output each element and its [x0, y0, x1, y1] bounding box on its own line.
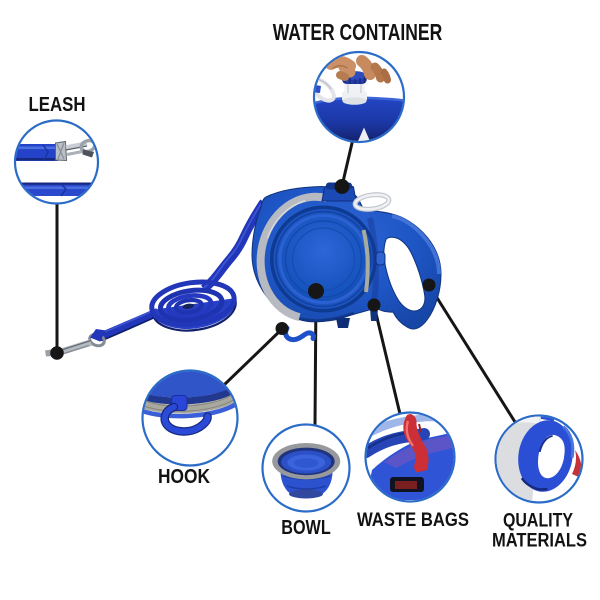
svg-text:WASTE BAGS: WASTE BAGS — [357, 510, 469, 531]
svg-text:BOWL: BOWL — [281, 517, 331, 539]
svg-text:MATERIALS: MATERIALS — [492, 531, 587, 552]
svg-text:HOOK: HOOK — [158, 466, 210, 488]
svg-text:QUALITY: QUALITY — [503, 511, 573, 532]
svg-text:WATER CONTAINER: WATER CONTAINER — [273, 19, 443, 45]
svg-text:LEASH: LEASH — [29, 94, 86, 116]
